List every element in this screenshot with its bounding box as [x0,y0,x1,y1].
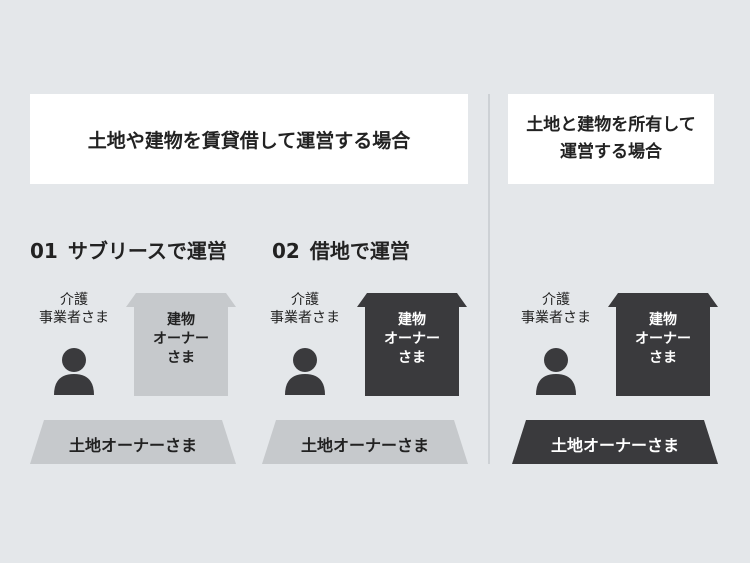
building-owner-line1: 建物 [649,312,677,328]
building-owner-line2: オーナー [635,331,691,347]
land-owner-label: 土地オーナーさま [68,436,197,455]
scenario-lease-title-box: 土地や建物を賃貸借して運営する場合 [30,94,468,184]
building-owner-label: 建物 オーナー さま [362,311,462,368]
building-owner-line2: オーナー [384,331,440,347]
building-owner-line1: 建物 [398,312,426,328]
land-ground-shape [30,420,236,464]
building-owner-label: 建物 オーナー さま [613,311,713,368]
scenario-lease-title: 土地や建物を賃貸借して運営する場合 [87,129,411,152]
care-operator-label-line1: 介護 [291,292,319,308]
building-house-icon [357,293,467,396]
building-owner-line3: さま [167,350,195,366]
care-operator-label-line1: 介護 [542,292,570,308]
building-house-icon [608,293,718,396]
building-owner-line3: さま [398,350,426,366]
care-operator-label-line2: 事業者さま [521,310,591,326]
care-operator-label: 介護 事業者さま [255,291,355,327]
section-01-title: サブリースで運営 [67,239,227,263]
scenario-own-title-line1: 土地と建物を所有して [526,115,696,135]
person-icon [54,348,94,395]
section-01-number: 01 [30,239,58,263]
building-owner-line3: さま [649,350,677,366]
section-01-heading: 01 サブリースで運営 [30,235,227,264]
section-02-heading: 02 借地で運営 [272,235,410,264]
building-house-icon [126,293,236,396]
land-ground-shape [262,420,468,464]
care-operator-label: 介護 事業者さま [24,291,124,327]
building-owner-line2: オーナー [153,331,209,347]
land-ground-shape [512,420,718,464]
care-operator-label-line2: 事業者さま [39,310,109,326]
land-owner-label: 土地オーナーさま [550,436,679,455]
scenario-own-title-box: 土地と建物を所有して 運営する場合 [508,94,714,184]
building-owner-line1: 建物 [167,312,195,328]
section-divider [488,94,490,464]
person-icon [536,348,576,395]
care-operator-label: 介護 事業者さま [506,291,606,327]
care-operator-label-line1: 介護 [60,292,88,308]
land-owner-label: 土地オーナーさま [300,436,429,455]
person-icon [285,348,325,395]
building-owner-label: 建物 オーナー さま [131,311,231,368]
section-02-number: 02 [272,239,300,263]
scenario-own-title-line2: 運営する場合 [560,142,662,162]
care-operator-label-line2: 事業者さま [270,310,340,326]
section-02-title: 借地で運営 [309,239,410,263]
